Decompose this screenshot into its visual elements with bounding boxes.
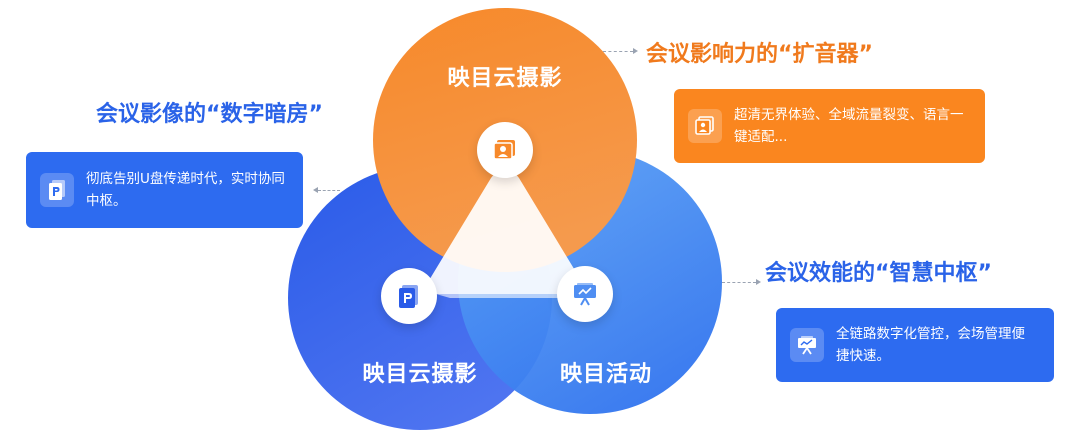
heading-bottom-right: 会议效能的“智慧中枢”	[765, 261, 992, 286]
card-text-left: 彻底告别U盘传递时代，实时协同中枢。	[86, 171, 285, 209]
presentation-board-icon	[574, 283, 596, 306]
connector-arrow	[313, 187, 318, 193]
presentation-board-icon	[798, 336, 816, 355]
card-icon-wrap	[40, 173, 74, 207]
left-circle-label: 映目云摄影	[362, 362, 478, 387]
top-circle-label: 映目云摄影	[447, 66, 563, 91]
top-circle-badge	[477, 122, 533, 178]
card-icon-wrap	[688, 109, 722, 143]
center-triangle	[427, 172, 583, 294]
card-text-top-right: 超清无界体验、全域流量裂变、语言一键适配...	[734, 107, 964, 145]
heading-top-right: 会议影响力的“扩音器”	[646, 42, 873, 67]
card-icon-wrap	[790, 328, 824, 362]
left-circle-badge	[381, 268, 437, 324]
right-circle-badge	[557, 266, 613, 322]
card-top-right: 超清无界体验、全域流量裂变、语言一键适配...	[674, 89, 985, 163]
card-text-bottom-right: 全链路数字化管控，会场管理便捷快速。	[836, 326, 1025, 364]
connector-bottom-right	[722, 282, 756, 283]
camera-portrait-icon	[493, 140, 515, 160]
p-logo-icon	[399, 285, 418, 308]
heading-left: 会议影像的“数字暗房”	[96, 102, 323, 127]
connector-left	[318, 190, 340, 191]
card-bottom-right: 全链路数字化管控，会场管理便捷快速。	[776, 308, 1054, 382]
portrait-frame-icon	[695, 116, 714, 135]
card-left: 彻底告别U盘传递时代，实时协同中枢。	[26, 152, 303, 228]
right-circle-label: 映目活动	[559, 362, 653, 387]
connector-arrow	[633, 48, 638, 54]
connector-top-right	[603, 51, 633, 52]
connector-arrow	[756, 279, 761, 285]
p-logo-icon	[49, 180, 65, 200]
